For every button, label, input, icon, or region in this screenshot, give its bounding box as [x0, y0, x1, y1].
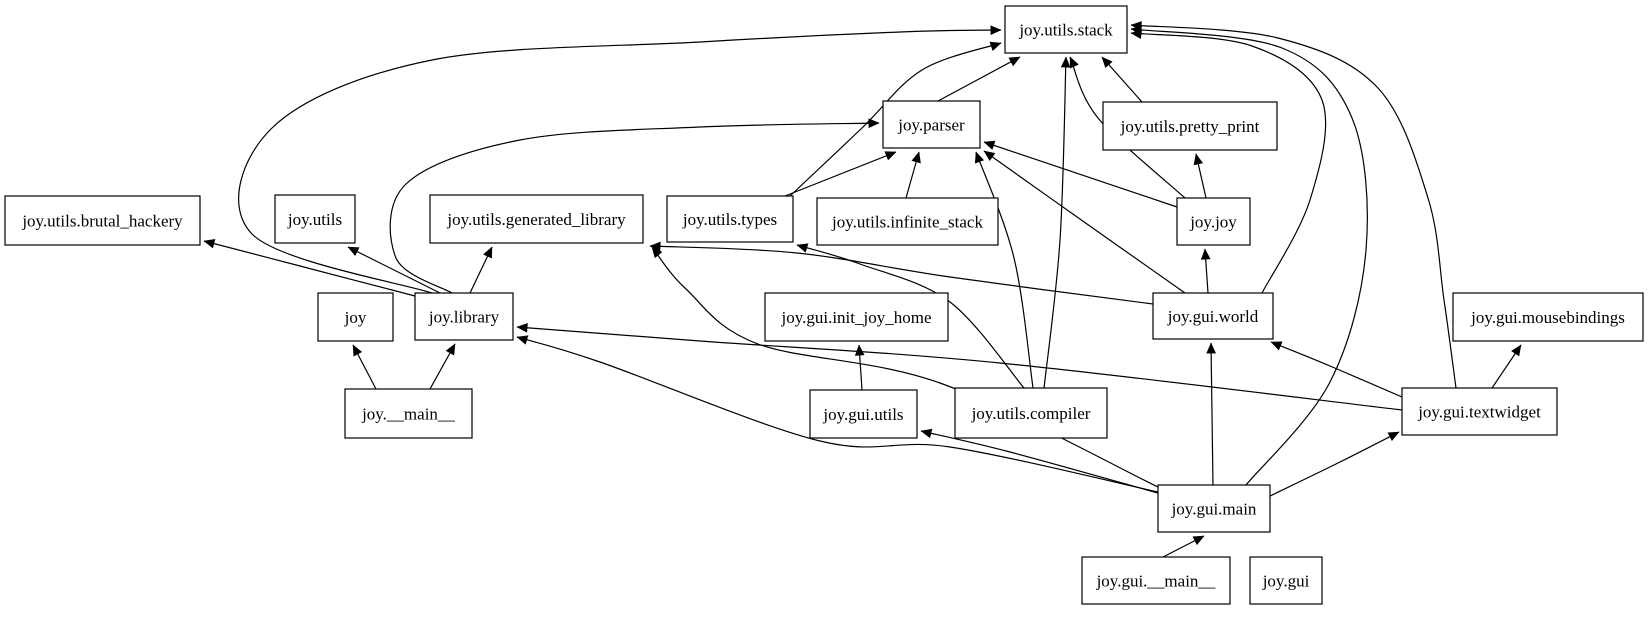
- edge-joy-library-to-joy-utils-generated_library: [469, 246, 493, 294]
- edge-joy-__main__-to-joy-library: [429, 343, 456, 390]
- node-box-joy-gui-world: [1152, 292, 1274, 340]
- node-joy-utils-stack: joy.utils.stack: [1004, 5, 1128, 54]
- node-label-joy-gui-utils: joy.gui.utils: [822, 405, 903, 424]
- node-joy-gui-world: joy.gui.world: [1152, 292, 1274, 340]
- node-joy-utils-generated_library: joy.utils.generated_library: [429, 194, 644, 244]
- node-label-joy-utils-brutal_hackery: joy.utils.brutal_hackery: [21, 212, 183, 231]
- edge-joy-parser-to-joy-utils-stack: [937, 56, 1021, 102]
- edge-joy-gui-main-to-joy-utils-stack: [1130, 25, 1368, 486]
- node-box-joy-utils-types: [666, 195, 794, 243]
- node-label-joy: joy: [344, 308, 367, 327]
- node-box-joy-gui-utils: [809, 389, 918, 439]
- node-joy-gui-init_joy_home: joy.gui.init_joy_home: [764, 292, 949, 342]
- edges-layer: [203, 21, 1522, 558]
- node-box-joy-utils-stack: [1004, 5, 1128, 54]
- edge-joy-gui-textwidget-to-joy-library: [516, 322, 1403, 411]
- node-joy-gui-textwidget: joy.gui.textwidget: [1401, 387, 1558, 436]
- node-label-joy-utils-compiler: joy.utils.compiler: [971, 404, 1091, 423]
- node-box-joy-utils-pretty_print: [1102, 101, 1278, 151]
- node-joy-__main__: joy.__main__: [344, 388, 473, 439]
- node-label-joy-gui-main: joy.gui.main: [1171, 500, 1257, 519]
- edge-joy-utils-pretty_print-to-joy-utils-stack: [1101, 56, 1143, 103]
- node-label-joy-gui-world: joy.gui.world: [1167, 307, 1259, 326]
- edge-joy-gui-utils-to-joy-gui-init_joy_home: [854, 344, 865, 391]
- edge-joy-library-to-joy-parser: [389, 118, 880, 294]
- edge-joy-gui-world-to-joy-parser: [983, 150, 1186, 294]
- node-label-joy-utils-pretty_print: joy.utils.pretty_print: [1120, 117, 1260, 136]
- node-label-joy-gui-init_joy_home: joy.gui.init_joy_home: [780, 308, 931, 327]
- node-joy-utils-brutal_hackery: joy.utils.brutal_hackery: [4, 195, 201, 246]
- edge-joy-gui-world-to-joy-utils-stack: [1130, 29, 1327, 294]
- node-box-joy-utils: [274, 194, 356, 244]
- node-box-joy: [317, 292, 394, 342]
- node-box-joy-library: [414, 292, 514, 341]
- node-label-joy-__main__: joy.__main__: [361, 405, 455, 424]
- edge-joy-gui-main-to-joy-gui-world: [1206, 342, 1216, 486]
- edge-joy-utils-compiler-to-joy-utils-stack: [1043, 56, 1071, 389]
- node-joy-gui-main: joy.gui.main: [1157, 484, 1271, 533]
- node-joy-utils-compiler: joy.utils.compiler: [954, 387, 1108, 439]
- node-box-joy-joy: [1176, 197, 1251, 246]
- node-label-joy-utils-generated_library: joy.utils.generated_library: [446, 210, 626, 229]
- edge-joy-gui-world-to-joy-utils-generated_library: [649, 241, 1154, 305]
- node-box-joy-parser: [882, 100, 981, 149]
- node-joy-joy: joy.joy: [1176, 197, 1251, 246]
- node-label-joy-parser: joy.parser: [897, 116, 965, 135]
- edge-joy-gui-main-to-joy-gui-textwidget: [1269, 431, 1400, 497]
- node-label-joy-gui-textwidget: joy.gui.textwidget: [1417, 403, 1541, 422]
- node-joy-gui: joy.gui: [1249, 556, 1323, 605]
- node-joy-utils-pretty_print: joy.utils.pretty_print: [1102, 101, 1278, 151]
- node-label-joy-gui-mousebindings: joy.gui.mousebindings: [1470, 308, 1625, 327]
- node-joy-utils-infinite_stack: joy.utils.infinite_stack: [816, 197, 999, 246]
- node-joy-library: joy.library: [414, 292, 514, 341]
- node-box-joy-utils-brutal_hackery: [4, 195, 201, 246]
- edge-joy-library-to-joy-utils: [347, 246, 441, 294]
- node-box-joy-gui: [1249, 556, 1323, 605]
- node-label-joy-library: joy.library: [428, 308, 500, 327]
- edge-joy-gui-textwidget-to-joy-gui-mousebindings: [1491, 344, 1522, 389]
- node-label-joy-utils-infinite_stack: joy.utils.infinite_stack: [831, 213, 983, 232]
- node-box-joy-gui-init_joy_home: [764, 292, 949, 342]
- edge-joy-__main__-to-joy: [352, 344, 377, 390]
- node-label-joy-utils-types: joy.utils.types: [682, 210, 777, 229]
- node-label-joy-gui-__main__: joy.gui.__main__: [1096, 572, 1216, 591]
- node-label-joy-utils: joy.utils: [287, 210, 342, 229]
- edge-joy-gui-textwidget-to-joy-utils-stack: [1130, 21, 1457, 389]
- edge-joy-joy-to-joy-utils-pretty_print: [1193, 153, 1207, 199]
- edge-joy-utils-types-to-joy-utils-stack: [789, 41, 1002, 197]
- edge-joy-gui-main-to-joy-utils-generated_library: [651, 246, 1159, 488]
- node-joy-gui-__main__: joy.gui.__main__: [1081, 556, 1231, 605]
- edge-joy-joy-to-joy-utils-stack: [1069, 56, 1186, 199]
- node-joy-parser: joy.parser: [882, 100, 981, 149]
- node-joy-gui-mousebindings: joy.gui.mousebindings: [1452, 292, 1644, 342]
- node-label-joy-joy: joy.joy: [1189, 213, 1237, 232]
- node-joy-utils: joy.utils: [274, 194, 356, 244]
- edge-joy-gui-main-to-joy-library: [516, 335, 1159, 493]
- node-box-joy-gui-main: [1157, 484, 1271, 533]
- edge-joy-utils-compiler-to-joy-parser: [974, 151, 1034, 389]
- node-label-joy-utils-stack: joy.utils.stack: [1018, 21, 1113, 40]
- edge-joy-utils-compiler-to-joy-utils-types: [796, 243, 1025, 389]
- edge-joy-joy-to-joy-parser: [983, 140, 1178, 208]
- node-box-joy-gui-textwidget: [1401, 387, 1558, 436]
- edge-joy-gui-__main__-to-joy-gui-main: [1162, 535, 1205, 558]
- node-joy-utils-types: joy.utils.types: [666, 195, 794, 243]
- node-box-joy-utils-generated_library: [429, 194, 644, 244]
- node-joy-gui-utils: joy.gui.utils: [809, 389, 918, 439]
- node-box-joy-gui-__main__: [1081, 556, 1231, 605]
- node-box-joy-__main__: [344, 388, 473, 439]
- edge-joy-library-to-joy-utils-stack: [238, 25, 1002, 294]
- node-joy: joy: [317, 292, 394, 342]
- node-label-joy-gui: joy.gui: [1262, 572, 1310, 591]
- nodes-layer: joy.utils.stack joy.parser joy.utils.prett…: [4, 5, 1644, 605]
- edge-joy-gui-textwidget-to-joy-gui-world: [1270, 341, 1403, 398]
- node-box-joy-utils-infinite_stack: [816, 197, 999, 246]
- edge-joy-library-to-joy-utils-brutal_hackery: [203, 238, 416, 297]
- edge-joy-utils-types-to-joy-parser: [784, 151, 897, 197]
- node-box-joy-gui-mousebindings: [1452, 292, 1644, 342]
- edge-joy-gui-world-to-joy-joy: [1200, 248, 1211, 294]
- edge-joy-utils-infinite_stack-to-joy-parser: [905, 151, 921, 199]
- node-box-joy-utils-compiler: [954, 387, 1108, 439]
